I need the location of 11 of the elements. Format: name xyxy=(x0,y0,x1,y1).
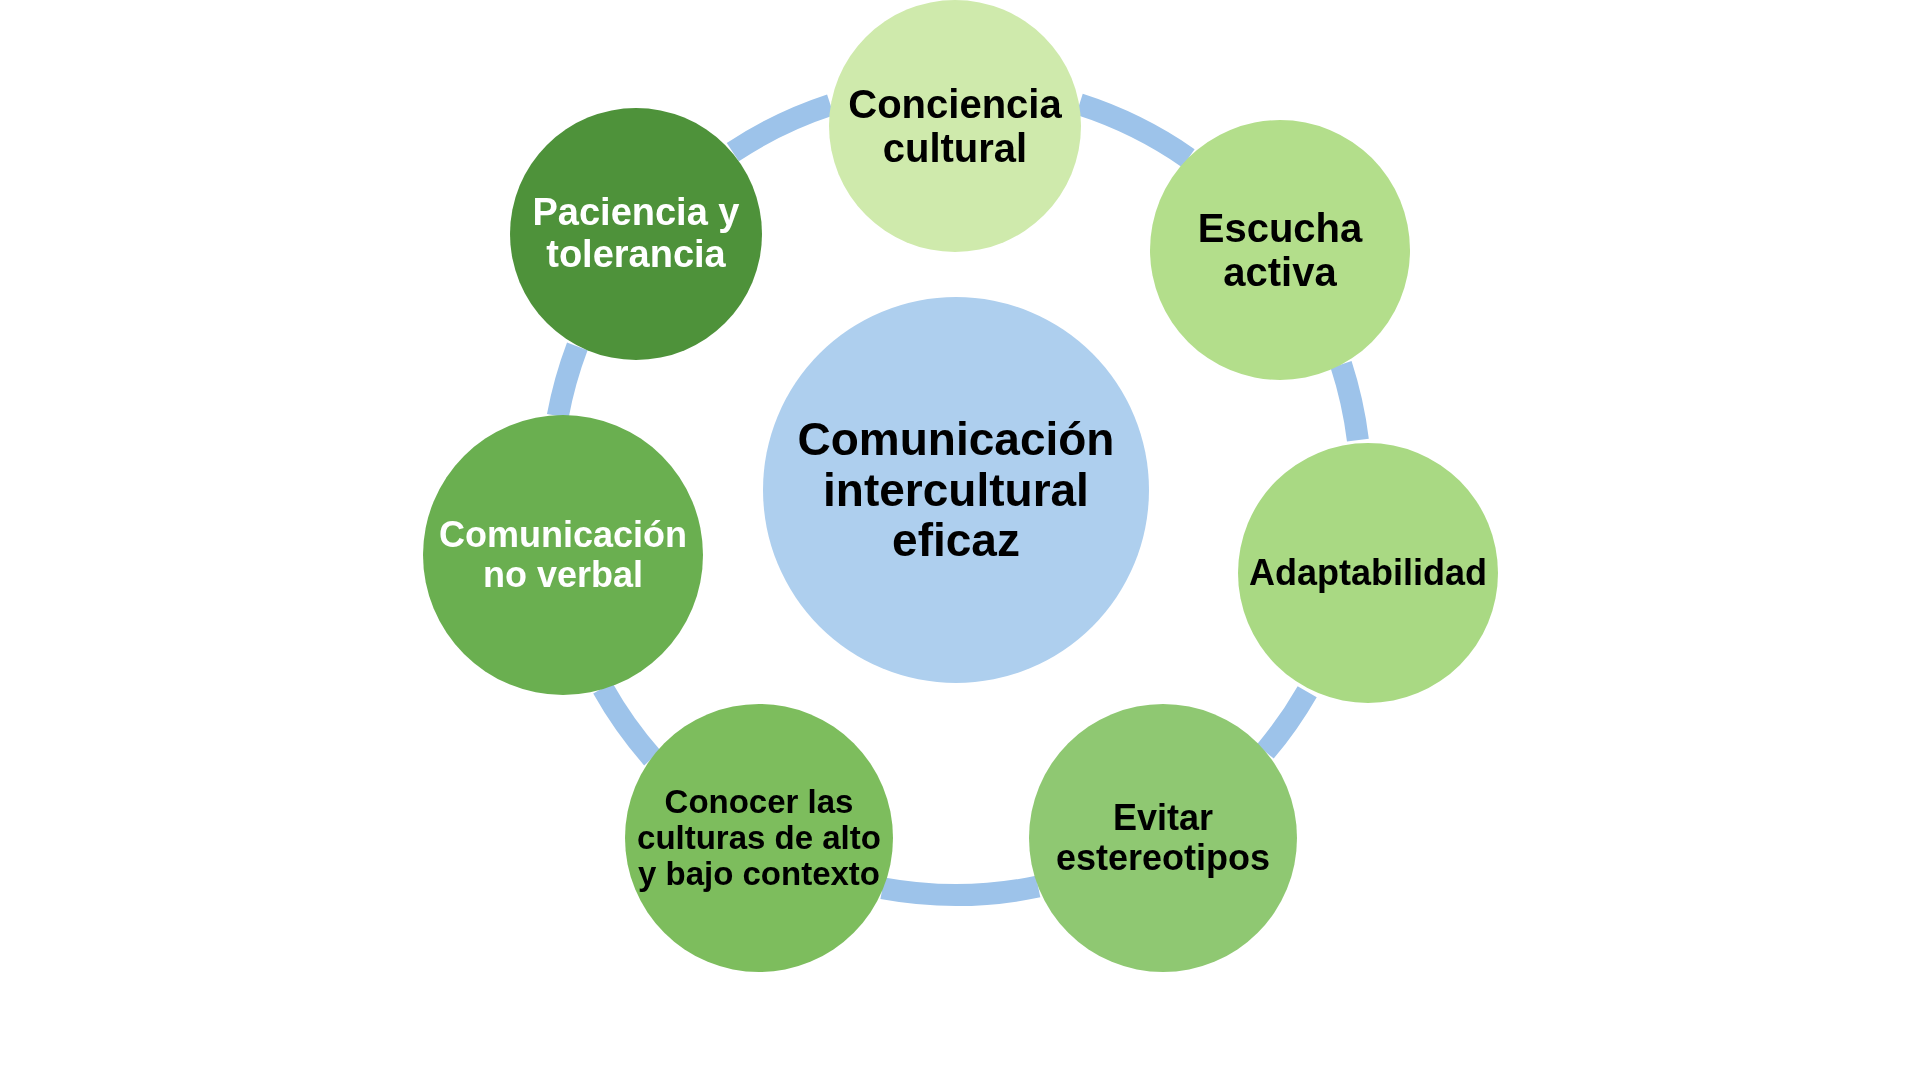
ring-segment xyxy=(880,875,1040,906)
node-text: Escucha activa xyxy=(1196,206,1364,294)
node-text: Evitar estereotipos xyxy=(1054,798,1272,878)
node-text: Comunicación no verbal xyxy=(438,515,688,595)
node-text: Paciencia y tolerancia xyxy=(531,192,741,276)
node-text: Conciencia cultural xyxy=(847,82,1063,170)
node-text: Comunicación intercultural eficaz xyxy=(796,414,1116,566)
ring-segment xyxy=(1330,361,1369,442)
ring-segment xyxy=(1256,686,1317,759)
node-text: Conocer las culturas de alto y bajo contexto xyxy=(637,783,881,893)
node-text: Adaptabilidad xyxy=(1249,553,1487,593)
